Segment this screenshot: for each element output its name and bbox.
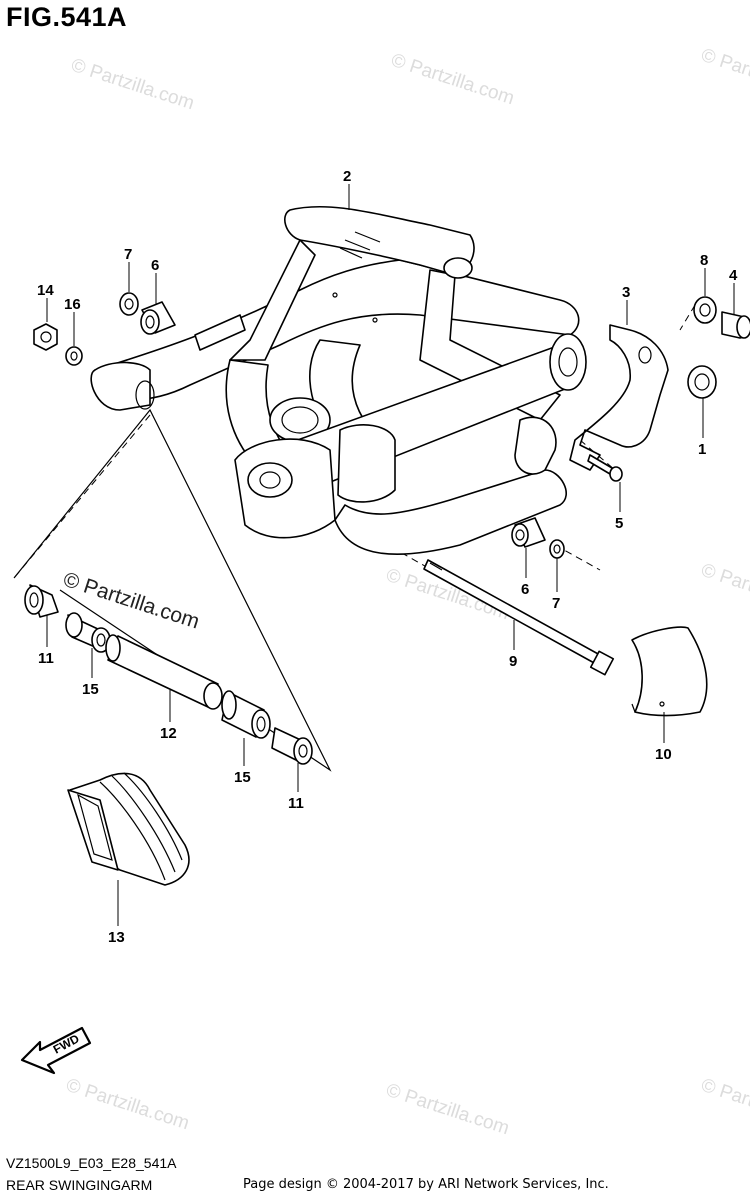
callout-1: 1 [698,441,706,458]
part-bearing-6-upper [140,301,176,335]
part-bushing-11-right [271,727,313,765]
part-boot-13 [67,772,190,886]
callout-15-right: 15 [234,769,251,786]
callout-5: 5 [615,515,623,532]
callout-6-lower: 6 [521,581,529,598]
callout-10: 10 [655,746,672,763]
callout-6: 6 [151,257,159,274]
part-bearing-6-lower [511,517,546,548]
watermark: © Partzilla.com [698,1075,750,1135]
page-credit: Page design © 2004-2017 by ARI Network S… [243,1177,609,1192]
watermarks: © Partzilla.com © Partzilla.com © Partzi… [60,45,750,1140]
callout-11-left: 11 [38,650,54,667]
callout-11-right: 11 [288,795,304,812]
callout-9: 9 [509,653,517,670]
part-collar-12 [105,634,223,710]
callout-3: 3 [622,284,630,301]
watermark: © Partzilla.com [698,560,750,620]
fwd-arrow: FWD [20,1026,92,1075]
part-washer-7-lower [549,539,565,559]
part-washer-7-upper [119,292,139,316]
callout-14: 14 [37,282,54,299]
callout-8: 8 [700,252,708,269]
part-bearing-15-right [221,690,271,739]
watermark: © Partzilla.com [63,1075,191,1135]
part-bolt-4 [721,311,750,339]
swingarm-frame [90,205,587,556]
callout-7: 7 [124,246,132,263]
part-nut-14 [33,323,58,351]
part-collar-8 [693,296,717,324]
section-name: REAR SWINGINGARM [6,1177,153,1193]
figure-code: VZ1500L9_E03_E28_541A [6,1155,177,1171]
watermark: © Partzilla.com [383,1080,511,1140]
callout-7-lower: 7 [552,595,560,612]
callout-15-left: 15 [82,681,99,698]
callout-12: 12 [160,725,177,742]
part-bushing-11-left [24,584,59,618]
part-cover-10 [631,626,708,717]
part-bracket [569,324,669,471]
watermark: © Partzilla.com [698,45,750,105]
part-pivot-shaft-9 [423,559,615,676]
part-bearing-15-left [65,612,111,653]
part-nut-1 [687,365,717,399]
callout-4: 4 [729,267,738,284]
leader-lines [46,184,735,926]
part-washer-16 [65,346,83,366]
callout-numbers: 2 7 6 14 16 3 8 4 1 5 6 7 9 10 11 15 12 … [37,168,738,946]
watermark: © Partzilla.com [388,50,516,110]
callout-13: 13 [108,929,125,946]
callout-16: 16 [64,296,81,313]
part-bolt-5 [587,454,623,482]
figure-title: FIG.541A [6,2,128,32]
watermark: © Partzilla.com [68,55,196,115]
callout-2: 2 [343,168,351,185]
